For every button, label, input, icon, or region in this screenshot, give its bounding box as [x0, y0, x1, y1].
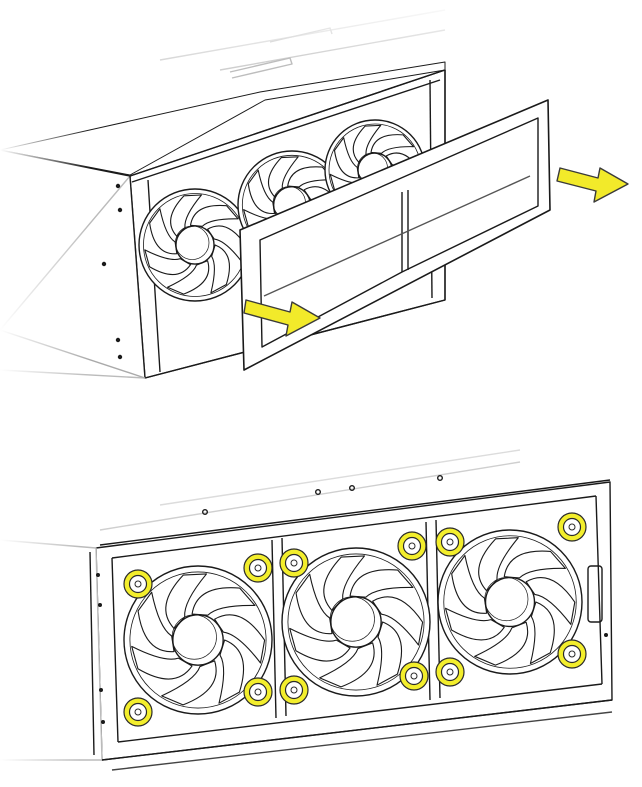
- screw-highlight-icon: [399, 661, 429, 691]
- top-panel: [0, 9, 551, 379]
- screw-highlight-icon: [243, 677, 273, 707]
- fan-icon: [281, 547, 431, 697]
- screw-highlight-icon: [435, 527, 465, 557]
- fade-overlay-topedge: [140, 0, 460, 60]
- screw-highlight-icon: [123, 569, 153, 599]
- fade-overlay-top: [0, 0, 90, 400]
- screw-highlight-icon: [397, 531, 427, 561]
- screw-highlight-icon: [279, 675, 309, 705]
- screw-highlight-icon: [557, 639, 587, 669]
- bottom-fan-group: [123, 529, 583, 715]
- screw-highlight-icon: [123, 697, 153, 727]
- fan-icon: [138, 188, 252, 302]
- fan-icon: [437, 529, 583, 675]
- fan-icon: [123, 565, 273, 715]
- fade-overlay-bottom: [0, 420, 80, 787]
- screw-highlight-icon: [435, 657, 465, 687]
- filter-panel: [239, 99, 551, 371]
- slide-arrow-icon: [243, 299, 321, 337]
- screw-highlight-icon: [557, 512, 587, 542]
- pull-out-arrow-icon: [556, 167, 629, 203]
- bottom-panel: [0, 449, 613, 771]
- screw-highlight-icon: [243, 553, 273, 583]
- screw-highlight-icon: [279, 548, 309, 578]
- screw-highlight-group: [123, 512, 587, 727]
